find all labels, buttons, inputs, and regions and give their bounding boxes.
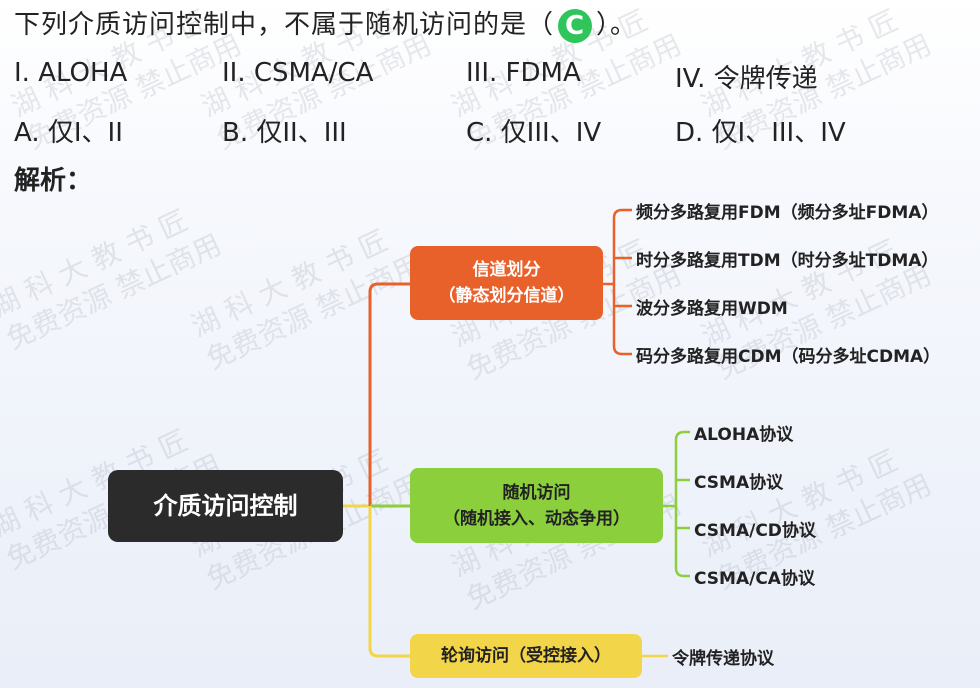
question-prefix: 下列介质访问控制中，不属于随机访问的是（	[14, 10, 555, 40]
option-d: D. 仅I、III、IV	[675, 118, 846, 148]
node-label: 随机访问	[502, 482, 571, 503]
item-2: II. CSMA/CA	[222, 58, 374, 88]
leaf-cdm: 码分多路复用CDM（码分多址CDMA）	[636, 347, 941, 367]
node-polling-access: 轮询访问（受控接入）	[410, 634, 642, 678]
mindmap-root: 介质访问控制	[108, 470, 343, 542]
leaf-fdm: 频分多路复用FDM（频分多址FDMA）	[636, 203, 939, 223]
option-a: A. 仅I、II	[14, 118, 123, 148]
item-1: I. ALOHA	[14, 58, 128, 88]
item-4: IV. 令牌传递	[675, 64, 818, 94]
leaf-aloha: ALOHA协议	[694, 425, 794, 445]
leaf-csma: CSMA协议	[694, 473, 784, 493]
answer-badge: C	[558, 8, 593, 43]
node-sublabel: （静态划分信道）	[438, 286, 575, 306]
question-suffix: ）。	[596, 10, 638, 40]
node-channel-partition: 信道划分 （静态划分信道）	[410, 246, 603, 320]
leaf-wdm: 波分多路复用WDM	[636, 299, 788, 319]
leaf-csma-ca: CSMA/CA协议	[694, 569, 815, 589]
node-random-access: 随机访问 （随机接入、动态争用）	[410, 468, 663, 543]
root-label: 介质访问控制	[153, 492, 298, 520]
option-b: B. 仅II、III	[222, 118, 347, 148]
node-label: 信道划分	[472, 260, 541, 280]
item-3: III. FDMA	[466, 58, 581, 88]
node-sublabel: （随机接入、动态争用）	[443, 508, 630, 529]
question-text: 下列介质访问控制中，不属于随机访问的是（C）。	[14, 4, 637, 43]
leaf-token-passing: 令牌传递协议	[672, 649, 774, 669]
leaf-tdm: 时分多路复用TDM（时分多址TDMA）	[636, 251, 939, 271]
node-label: 轮询访问（受控接入）	[441, 646, 611, 666]
option-c: C. 仅III、IV	[466, 118, 602, 148]
analysis-title: 解析：	[14, 166, 93, 196]
leaf-csma-cd: CSMA/CD协议	[694, 521, 816, 541]
